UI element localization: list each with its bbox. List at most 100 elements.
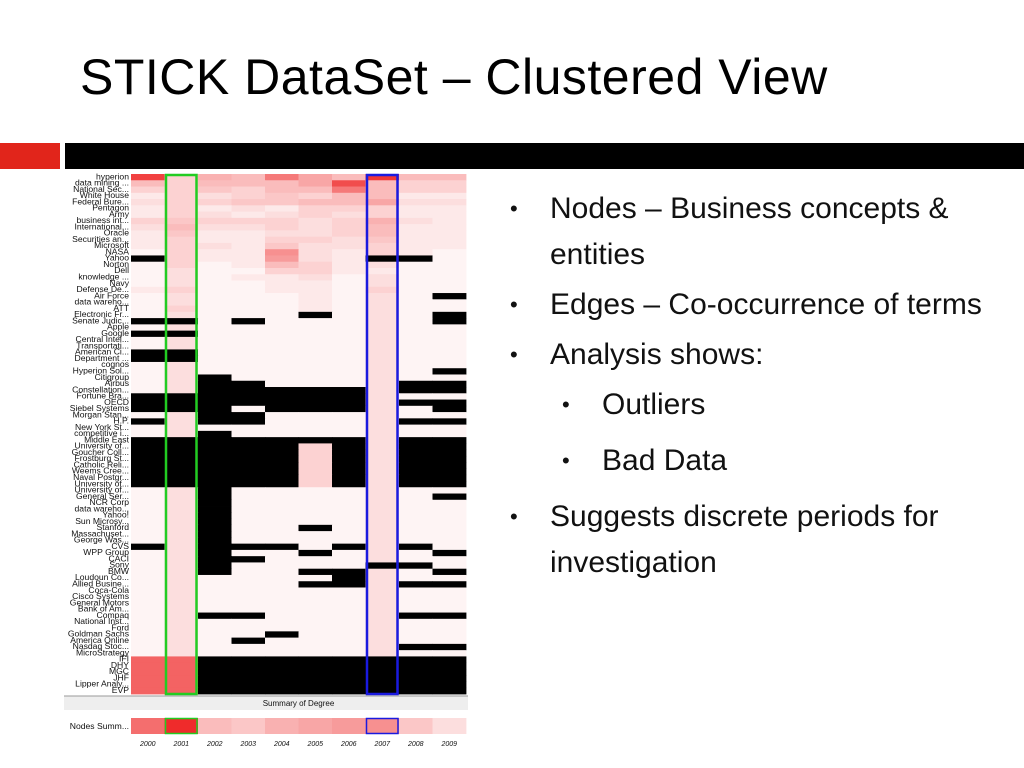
heatmap-cell bbox=[332, 374, 366, 382]
heatmap-cell bbox=[399, 631, 433, 639]
heatmap-cell bbox=[198, 205, 232, 212]
heatmap-cell bbox=[298, 681, 333, 689]
heatmap-cell bbox=[164, 556, 199, 563]
heatmap-cell bbox=[399, 687, 433, 695]
heatmap-cell bbox=[198, 449, 232, 457]
heatmap-row-label: hyperion bbox=[96, 171, 129, 181]
heatmap-cell bbox=[365, 242, 400, 250]
heatmap-cell bbox=[432, 650, 467, 657]
heatmap-cell bbox=[432, 668, 467, 676]
heatmap-cell bbox=[131, 336, 165, 344]
heatmap-cell bbox=[131, 236, 165, 244]
heatmap-cell bbox=[265, 687, 299, 695]
heatmap-cell bbox=[365, 462, 400, 469]
heatmap-cell bbox=[365, 675, 400, 682]
heatmap-cell bbox=[164, 192, 199, 200]
heatmap-row-label: BMW bbox=[108, 566, 130, 576]
heatmap-cell bbox=[198, 217, 232, 225]
heatmap-cell bbox=[432, 600, 467, 607]
bullet-text: Bad Data bbox=[602, 444, 728, 477]
heatmap-cell bbox=[265, 174, 299, 181]
highlight-column-outline bbox=[365, 173, 399, 696]
heatmap-row-label: America Online bbox=[70, 635, 129, 645]
heatmap-cell bbox=[265, 574, 299, 582]
heatmap-cell bbox=[131, 487, 165, 494]
heatmap-cell bbox=[231, 261, 266, 269]
bullet-list: •Nodes – Business concepts & entities•Ed… bbox=[508, 186, 998, 590]
heatmap-cell bbox=[231, 236, 266, 244]
heatmap-cell bbox=[131, 437, 165, 444]
heatmap-cell bbox=[432, 643, 467, 651]
heatmap-row-label: EVP bbox=[112, 685, 129, 695]
heatmap-cell bbox=[432, 230, 467, 238]
heatmap-cell bbox=[432, 506, 467, 513]
heatmap-cell bbox=[365, 418, 400, 426]
heatmap-cell bbox=[432, 606, 467, 613]
heatmap-cell bbox=[231, 324, 266, 332]
heatmap-column-label: 2006 bbox=[340, 741, 357, 748]
heatmap-cell bbox=[131, 430, 165, 438]
heatmap-cell bbox=[399, 593, 433, 601]
heatmap-cell bbox=[131, 518, 165, 526]
heatmap-cell bbox=[432, 412, 467, 419]
heatmap-cell bbox=[131, 656, 165, 664]
heatmap-cell bbox=[332, 343, 366, 350]
heatmap-cell bbox=[365, 355, 400, 363]
heatmap-cell bbox=[399, 186, 433, 194]
heatmap-cell bbox=[231, 537, 266, 545]
heatmap-cell bbox=[432, 675, 467, 682]
heatmap-cell bbox=[231, 687, 266, 695]
heatmap-cell bbox=[164, 174, 199, 181]
summary-cell bbox=[231, 718, 266, 734]
heatmap-cell bbox=[332, 261, 366, 269]
heatmap-cell bbox=[332, 449, 366, 457]
heatmap-cell bbox=[131, 343, 165, 350]
heatmap-cell bbox=[131, 330, 165, 338]
heatmap-cell bbox=[332, 612, 366, 620]
heatmap-cell bbox=[332, 430, 366, 438]
heatmap-cell bbox=[231, 449, 266, 457]
summary-title: Summary of Degree bbox=[263, 699, 335, 708]
heatmap-cell bbox=[131, 524, 165, 532]
heatmap-cell bbox=[298, 462, 333, 469]
heatmap-cell bbox=[365, 305, 400, 313]
heatmap-cell bbox=[432, 518, 467, 526]
heatmap-cell bbox=[131, 531, 165, 538]
heatmap-cell bbox=[198, 236, 232, 244]
heatmap-cell bbox=[164, 681, 199, 689]
heatmap-cell bbox=[432, 361, 467, 369]
heatmap-cell bbox=[131, 662, 165, 670]
heatmap-cell bbox=[332, 668, 366, 676]
heatmap-cell bbox=[399, 675, 433, 682]
heatmap-cell bbox=[265, 581, 299, 588]
heatmap-cell bbox=[198, 280, 232, 288]
heatmap-cell bbox=[164, 625, 199, 632]
heatmap-cell bbox=[365, 374, 400, 382]
heatmap-cell bbox=[399, 468, 433, 476]
heatmap-cell bbox=[399, 199, 433, 206]
heatmap-cell bbox=[231, 217, 266, 225]
heatmap-cell bbox=[399, 549, 433, 557]
heatmap-cell bbox=[131, 455, 165, 463]
heatmap-cell bbox=[399, 424, 433, 432]
heatmap-cell bbox=[164, 380, 199, 388]
heatmap-cell bbox=[198, 180, 232, 187]
heatmap-cell bbox=[231, 612, 266, 620]
heatmap-cell bbox=[265, 637, 299, 645]
heatmap-cell bbox=[399, 606, 433, 613]
heatmap-cell bbox=[131, 424, 165, 432]
heatmap-cell bbox=[432, 255, 467, 263]
heatmap-row-label: Hyperion Sol... bbox=[73, 365, 129, 375]
heatmap-cell bbox=[399, 643, 433, 651]
heatmap-cell bbox=[365, 324, 400, 332]
heatmap-cell bbox=[198, 412, 232, 419]
heatmap-cell bbox=[399, 455, 433, 463]
heatmap-cell bbox=[365, 531, 400, 538]
heatmap-cell bbox=[265, 355, 299, 363]
heatmap-cell bbox=[365, 236, 400, 244]
heatmap-cell bbox=[198, 249, 232, 256]
heatmap-cell bbox=[164, 568, 199, 576]
heatmap-row-label: University of... bbox=[75, 441, 129, 451]
heatmap-cell bbox=[365, 368, 400, 375]
heatmap-cell bbox=[265, 662, 299, 670]
